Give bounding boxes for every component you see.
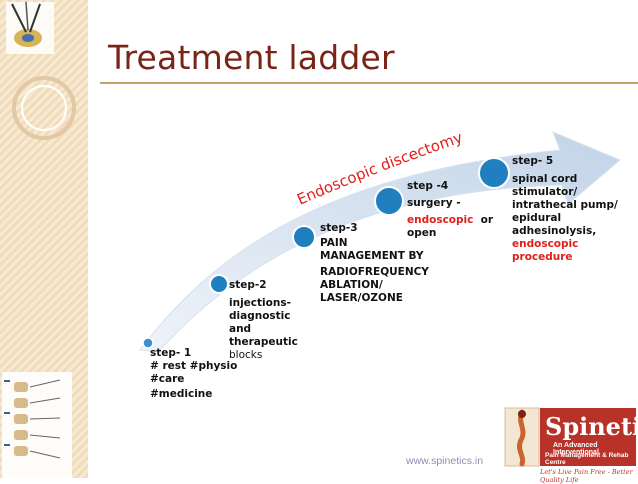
step-1: step- 1 # rest #physio #care #medicine — [150, 347, 237, 401]
title-divider — [100, 82, 638, 84]
spine-illustration-bottom — [2, 372, 72, 478]
step-5-red-text: endoscopic — [512, 238, 579, 250]
logo-brand: Spinetics — [545, 412, 638, 441]
footer-url: www.spinetics.in — [406, 455, 484, 467]
spine-illustration-top — [6, 1, 54, 54]
step-3-heading: step-3 — [320, 222, 358, 234]
logo-tagline-2: Pain Management & Rehab Centre — [545, 452, 629, 466]
step-5-line: adhesinolysis, — [512, 225, 597, 237]
step-dot-5 — [478, 157, 510, 189]
step-1-line: #medicine — [150, 388, 213, 400]
step-dot-1 — [142, 337, 154, 349]
step-5: step- 5 spinal cord stimulator/ intrathe… — [512, 155, 618, 264]
spinetics-logo: Spinetics An Advanced Interventional Pai… — [503, 406, 638, 484]
sidebar-decoration — [0, 0, 88, 478]
step-2-line: and — [229, 323, 252, 335]
step-3-line: PAIN — [320, 237, 348, 249]
step-5-line: spinal cord — [512, 173, 578, 185]
step-1-heading: step- 1 — [150, 347, 192, 359]
step-2-line: therapeutic — [229, 336, 298, 348]
step-dot-4 — [374, 186, 404, 216]
step-2: step-2 injections- diagnostic and therap… — [229, 279, 298, 362]
step-3-line: LASER/OZONE — [320, 292, 403, 304]
page-title: Treatment ladder — [108, 38, 395, 77]
step-3-line: RADIOFREQUENCY — [320, 266, 429, 278]
step-2-line: diagnostic — [229, 310, 291, 322]
ring-icon — [12, 76, 76, 140]
step-4-line: open — [407, 227, 437, 239]
step-dot-2 — [209, 274, 229, 294]
step-5-heading: step- 5 — [512, 155, 554, 167]
step-4-line: endoscopic or — [407, 214, 494, 226]
step-3-line: ABLATION/ — [320, 279, 383, 291]
sidebar-pattern — [0, 0, 88, 478]
step-4-red-text: endoscopic — [407, 214, 474, 226]
step-5-line: intrathecal pump/ — [512, 199, 618, 211]
step-3: step-3 PAIN MANAGEMENT BY RADIOFREQUENCY… — [320, 222, 429, 305]
step-dot-3 — [292, 225, 316, 249]
step-4-heading: step -4 — [407, 180, 449, 192]
step-3-line: MANAGEMENT BY — [320, 250, 424, 262]
step-2-line: blocks — [229, 349, 263, 361]
step-1-line: #care — [150, 373, 185, 385]
step-1-line: # rest #physio — [150, 360, 238, 372]
logo-graphic — [503, 406, 638, 478]
step-4: step -4 surgery - endoscopic or open — [407, 180, 493, 240]
step-2-heading: step-2 — [229, 279, 267, 291]
logo-tagline-1: An Advanced Interventional — [553, 442, 599, 456]
step-5-line: stimulator/ — [512, 186, 578, 198]
spine-icon — [516, 409, 526, 467]
step-5-line: epidural — [512, 212, 562, 224]
logo-slogan: Let's Live Pain Free - Better Quality Li… — [540, 468, 633, 484]
step-5-red-text: procedure — [512, 251, 573, 263]
step-2-line: injections- — [229, 297, 291, 309]
step-4-line: surgery - — [407, 197, 461, 209]
